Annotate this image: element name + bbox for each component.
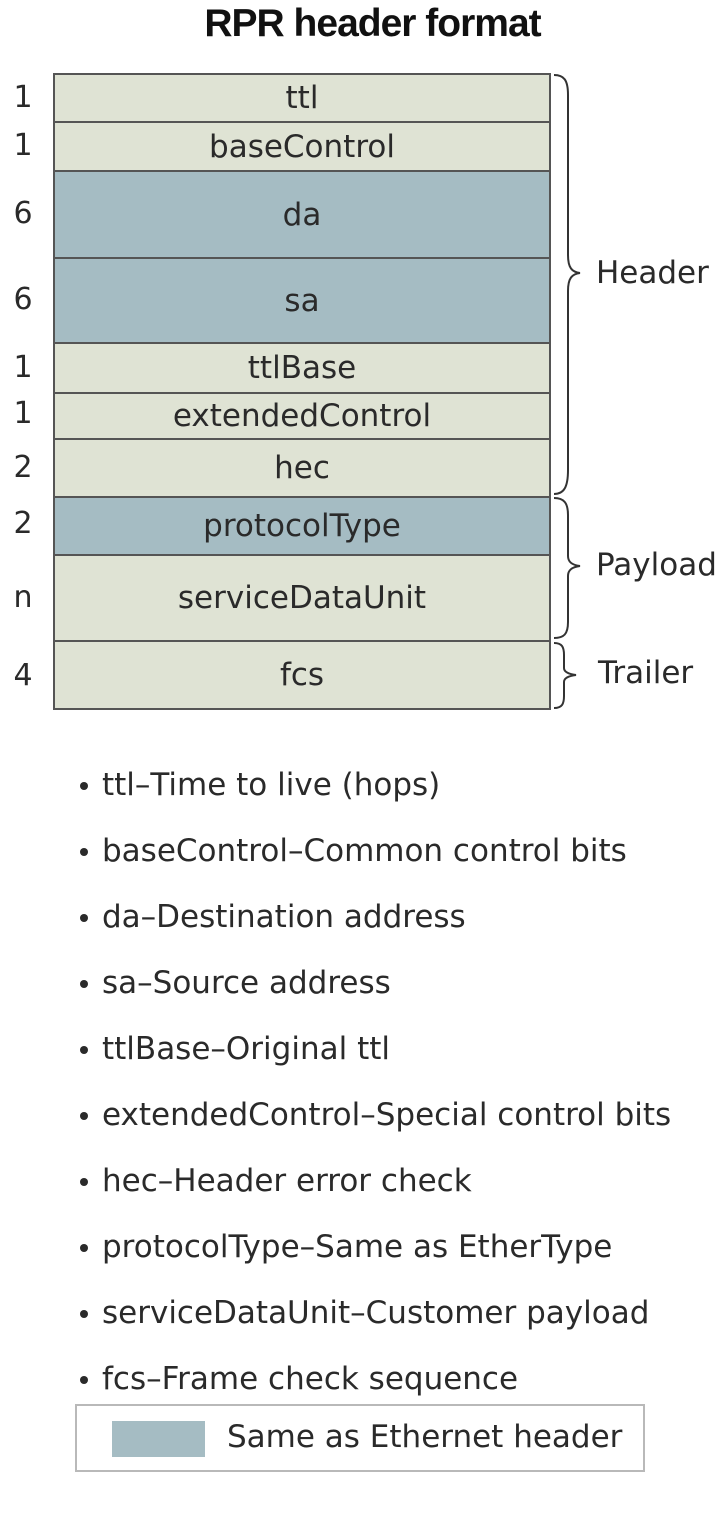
definition-item: fcs–Frame check sequence <box>80 1346 671 1412</box>
payload-brace <box>553 497 581 639</box>
payload-group-label: Payload <box>596 547 717 583</box>
bullet-icon <box>80 1376 88 1384</box>
bullet-icon <box>80 980 88 988</box>
bullet-icon <box>80 1178 88 1186</box>
definition-text: extendedControl–Special control bits <box>102 1097 672 1133</box>
trailer-brace <box>553 642 577 709</box>
field-size: 1 <box>13 396 33 431</box>
diagram-title: RPR header format <box>204 2 541 45</box>
frame-diagram: 1 1 6 6 1 1 2 2 n 4 ttl baseControl da s… <box>0 0 720 720</box>
field-size: 2 <box>13 450 33 485</box>
field-size: 1 <box>13 128 33 163</box>
definition-text: da–Destination address <box>102 899 466 935</box>
definition-text: hec–Header error check <box>102 1163 472 1199</box>
field-size: n <box>13 580 33 615</box>
field-ttl: ttl <box>53 73 551 123</box>
field-protocoltype: protocolType <box>53 496 551 556</box>
field-size: 1 <box>13 80 33 115</box>
bullet-icon <box>80 1046 88 1054</box>
definition-item: da–Destination address <box>80 884 671 950</box>
field-da: da <box>53 170 551 259</box>
field-ttlbase: ttlBase <box>53 342 551 394</box>
definition-text: ttl–Time to live (hops) <box>102 767 441 803</box>
field-definitions: ttl–Time to live (hops) baseControl–Comm… <box>80 752 671 1412</box>
field-size: 4 <box>13 658 33 693</box>
definition-item: serviceDataUnit–Customer payload <box>80 1280 671 1346</box>
field-extendedcontrol: extendedControl <box>53 392 551 440</box>
definition-item: protocolType–Same as EtherType <box>80 1214 671 1280</box>
definition-text: serviceDataUnit–Customer payload <box>102 1295 650 1331</box>
field-basecontrol: baseControl <box>53 121 551 172</box>
definition-item: sa–Source address <box>80 950 671 1016</box>
definition-item: ttlBase–Original ttl <box>80 1016 671 1082</box>
header-group-label: Header <box>596 255 709 291</box>
definition-text: fcs–Frame check sequence <box>102 1361 519 1397</box>
color-key-label: Same as Ethernet header <box>227 1419 623 1455</box>
field-size: 6 <box>13 196 33 231</box>
bullet-icon <box>80 1112 88 1120</box>
definition-text: protocolType–Same as EtherType <box>102 1229 613 1265</box>
bullet-icon <box>80 782 88 790</box>
group-braces <box>553 74 581 709</box>
trailer-group-label: Trailer <box>598 655 694 691</box>
bullet-icon <box>80 914 88 922</box>
header-brace <box>553 74 581 495</box>
definition-text: ttlBase–Original ttl <box>102 1031 390 1067</box>
field-size: 2 <box>13 506 33 541</box>
definition-text: sa–Source address <box>102 965 391 1001</box>
field-size: 6 <box>13 282 33 317</box>
definition-item: hec–Header error check <box>80 1148 671 1214</box>
definition-item: baseControl–Common control bits <box>80 818 671 884</box>
bullet-icon <box>80 848 88 856</box>
definition-item: ttl–Time to live (hops) <box>80 752 671 818</box>
field-servicedataunit: serviceDataUnit <box>53 554 551 642</box>
field-size: 1 <box>13 350 33 385</box>
color-key: Same as Ethernet header <box>75 1404 645 1472</box>
definition-text: baseControl–Common control bits <box>102 833 627 869</box>
field-fcs: fcs <box>53 640 551 710</box>
bullet-icon <box>80 1310 88 1318</box>
bullet-icon <box>80 1244 88 1252</box>
field-hec: hec <box>53 438 551 498</box>
field-sa: sa <box>53 257 551 344</box>
ethernet-color-swatch <box>112 1421 205 1457</box>
definition-item: extendedControl–Special control bits <box>80 1082 671 1148</box>
